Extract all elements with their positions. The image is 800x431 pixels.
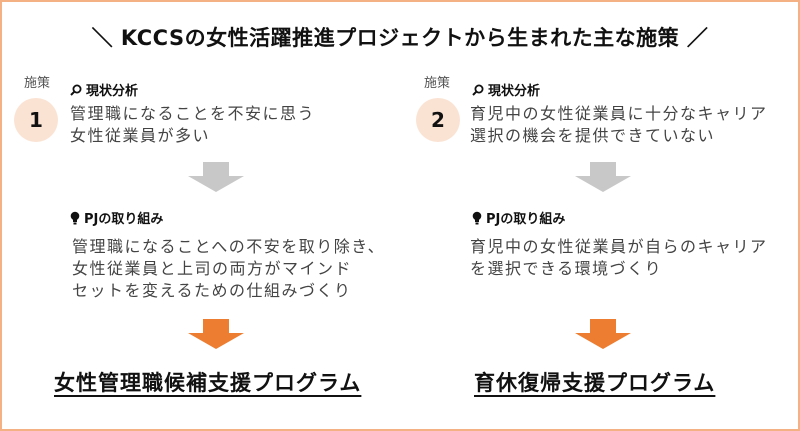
lightbulb-icon (70, 211, 80, 225)
initiative-label: 施策 (424, 76, 451, 91)
initiative-number-badge: 2 (416, 98, 460, 142)
lightbulb-icon (472, 211, 482, 225)
action-heading: PJの取り組み (70, 208, 163, 227)
initiative-number: 1 (29, 108, 43, 132)
program-name: 育休復帰支援プログラム (474, 371, 716, 395)
page-title: ＼ KCCSの女性活躍推進プロジェクトから生まれた主な施策 ／ (91, 26, 709, 50)
action-heading: PJの取り組み (472, 208, 565, 227)
search-icon (472, 84, 484, 96)
program-name: 女性管理職候補支援プログラム (54, 371, 362, 395)
initiative-label: 施策 (24, 76, 51, 91)
action-text: 管理職になることへの不安を取り除き、 女性従業員と上司の両方がマインド セットを… (72, 237, 386, 300)
analysis-heading: 現状分析 (472, 80, 540, 99)
analysis-text: 管理職になることを不安に思う 女性従業員が多い (70, 104, 316, 145)
orange-down-arrow (575, 319, 631, 349)
action-text: 育児中の女性従業員が自らのキャリア を選択できる環境づくり (470, 237, 768, 278)
search-icon (70, 84, 82, 96)
analysis-heading: 現状分析 (70, 80, 138, 99)
initiative-number: 2 (431, 108, 445, 132)
gray-down-arrow (575, 162, 631, 192)
gray-down-arrow (188, 162, 244, 192)
analysis-text: 育児中の女性従業員に十分なキャリア 選択の機会を提供できていない (470, 104, 768, 145)
initiative-number-badge: 1 (14, 98, 58, 142)
orange-down-arrow (188, 319, 244, 349)
